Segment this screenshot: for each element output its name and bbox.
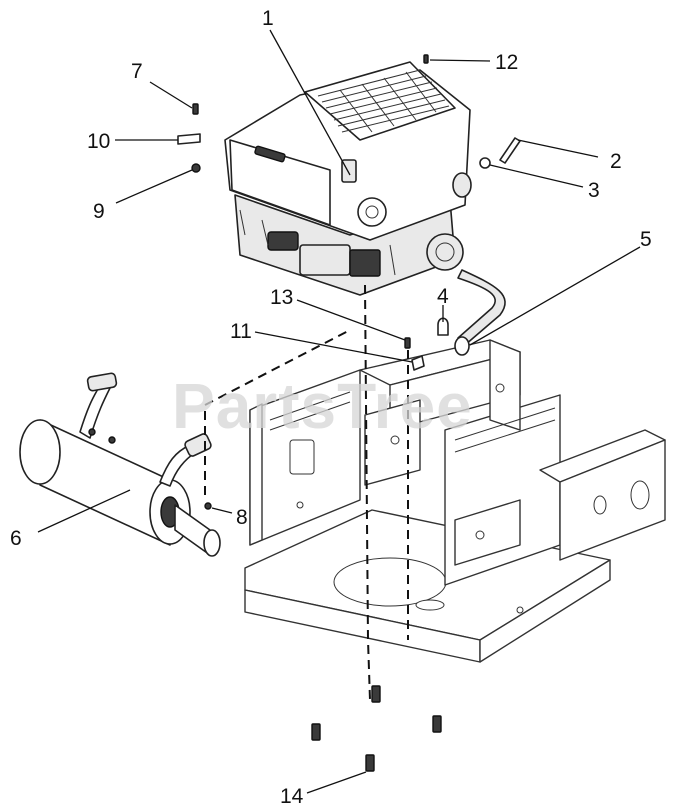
- callout-labels: 1 2 3 4 5 6 7 8 9 10 11 12 13 14: [10, 7, 652, 808]
- callout-14: 14: [280, 785, 304, 808]
- callout-8: 8: [236, 506, 248, 529]
- watermark: PartsTree: [172, 370, 473, 442]
- callout-12: 12: [495, 51, 518, 74]
- air-intake-grille: [317, 69, 450, 133]
- leader-lines: [37, 29, 641, 794]
- callout-6: 6: [10, 527, 22, 550]
- callout-13: 13: [270, 286, 293, 309]
- assembly-guides: [204, 284, 409, 701]
- hose: [454, 269, 506, 356]
- muffler: [19, 372, 221, 557]
- callout-2: 2: [610, 150, 622, 173]
- callout-7: 7: [131, 60, 143, 83]
- callout-4: 4: [437, 285, 449, 308]
- hardware: [177, 54, 521, 772]
- callout-9: 9: [93, 200, 105, 223]
- callout-5: 5: [640, 228, 652, 251]
- mower-frame: [244, 339, 666, 663]
- callout-1: 1: [262, 7, 274, 30]
- callout-3: 3: [588, 179, 600, 202]
- engine-assembly: [224, 61, 472, 296]
- callout-11: 11: [230, 320, 252, 343]
- callout-10: 10: [87, 130, 110, 153]
